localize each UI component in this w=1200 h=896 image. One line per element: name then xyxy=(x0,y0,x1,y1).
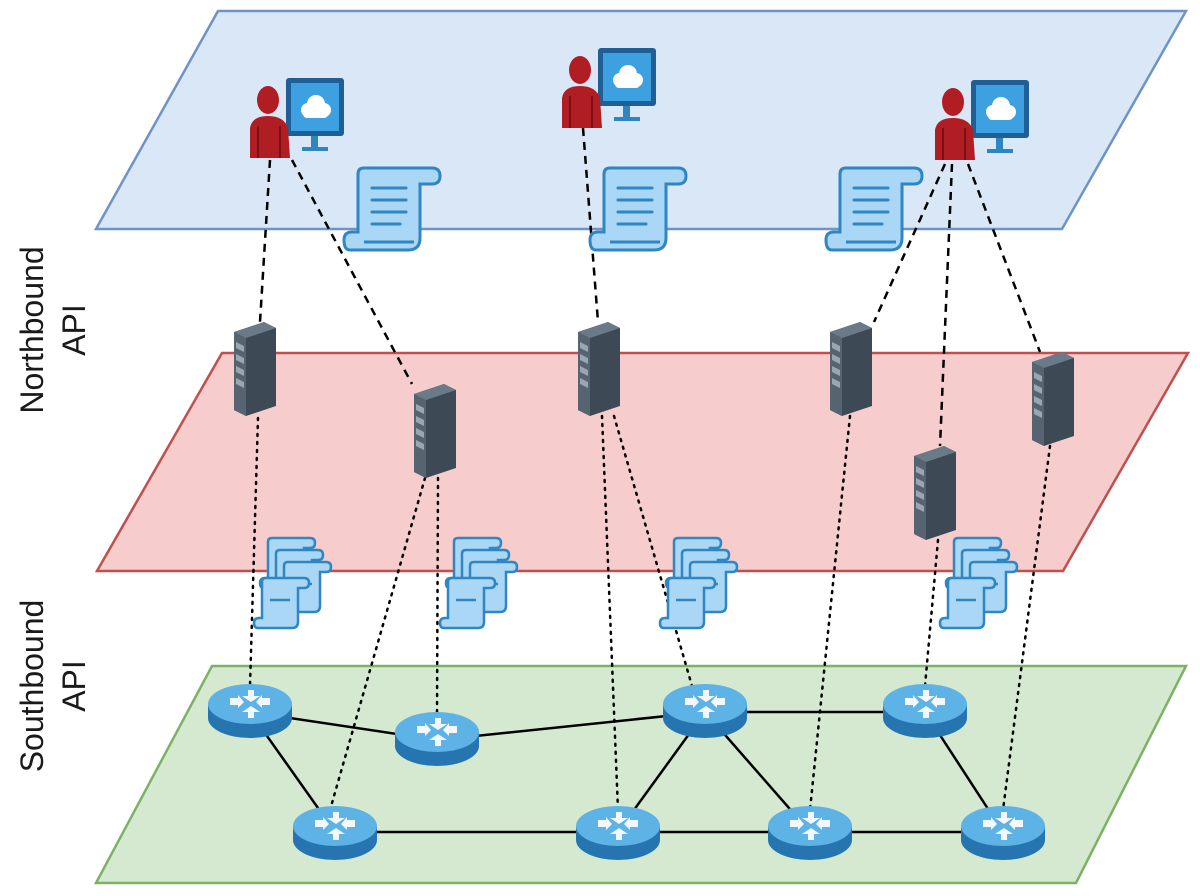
switch-router-icon xyxy=(663,684,747,738)
northbound-label-line2: API xyxy=(56,304,92,356)
controller-server-icon xyxy=(1032,352,1074,446)
northbound-connections xyxy=(258,127,1042,447)
switch-router-icon xyxy=(768,806,852,860)
switch-router-icon xyxy=(961,806,1045,860)
switch-router-icon xyxy=(293,806,377,860)
northbound-label-line1: Northbound xyxy=(14,246,50,413)
controller-server-icon xyxy=(414,384,456,478)
switch-router-icon xyxy=(395,712,479,766)
southbound-api-label: Southbound API xyxy=(14,600,92,773)
controller-server-icon xyxy=(234,322,276,416)
controller-server-icon xyxy=(914,446,956,540)
southbound-label-line2: API xyxy=(56,660,92,712)
switch-router-icon xyxy=(576,806,660,860)
controller-server-icon xyxy=(830,322,872,416)
controller-server-icon xyxy=(578,322,620,416)
southbound-connections xyxy=(248,414,1052,812)
switch-router-icon xyxy=(208,684,292,738)
southbound-label-line1: Southbound xyxy=(14,600,50,773)
northbound-api-label: Northbound API xyxy=(14,246,92,413)
switch-router-icon xyxy=(883,684,967,738)
